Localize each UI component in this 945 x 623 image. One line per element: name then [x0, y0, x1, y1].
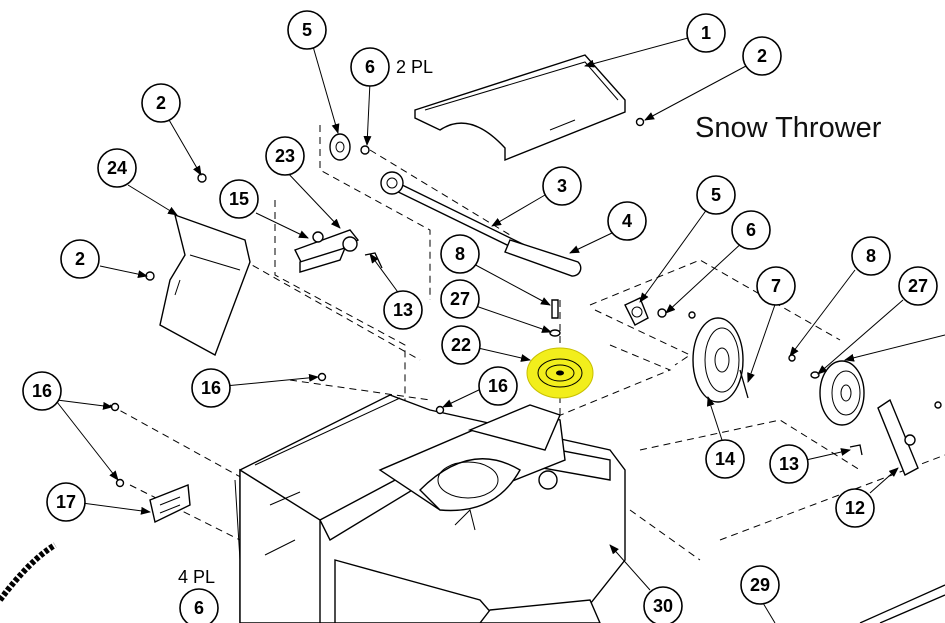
- callout-bubble: 29: [740, 565, 780, 605]
- callout-bubble: 1: [686, 13, 726, 53]
- callout-bubble: 3: [542, 166, 582, 206]
- callout-bubble: 7: [756, 266, 796, 306]
- callout-label: 12: [845, 498, 865, 518]
- tension-bracket-part: [877, 398, 919, 476]
- callout-label: 4: [622, 211, 632, 231]
- callout-label: 24: [107, 158, 127, 178]
- callout-label: 30: [653, 596, 673, 616]
- callout-label: 6: [194, 598, 204, 618]
- callout-label: 5: [302, 20, 312, 40]
- callout-bubble: 22: [441, 325, 481, 365]
- housing-part: [239, 394, 626, 623]
- quantity-note: 2 PL: [396, 57, 433, 77]
- bearing-right-part: [624, 297, 667, 326]
- callout-bubble: 8: [440, 234, 480, 274]
- callout-label: 17: [56, 492, 76, 512]
- callout-label: 5: [711, 185, 721, 205]
- callout-label: 27: [908, 276, 928, 296]
- callout-label: 16: [32, 381, 52, 401]
- callout-bubble: 12: [835, 488, 875, 528]
- callout-label: 14: [715, 449, 735, 469]
- large-pulley-part: [692, 317, 749, 403]
- idler-arm-part: [294, 229, 360, 273]
- spring-part-right: [849, 444, 863, 456]
- callout-label: 2: [757, 46, 767, 66]
- leader-lines: [56, 37, 945, 623]
- callout-bubble: 5: [696, 175, 736, 215]
- callout-label: 29: [750, 575, 770, 595]
- spring-part: [364, 252, 383, 269]
- quantity-note: 4 PL: [178, 567, 215, 587]
- small-bracket-part: [149, 484, 191, 524]
- callout-label: 2: [75, 249, 85, 269]
- callout-bubble: 17: [46, 482, 86, 522]
- callout-label: 22: [451, 335, 471, 355]
- callout-label: 3: [557, 176, 567, 196]
- callout-bubble: 16: [478, 366, 518, 406]
- callout-label: 16: [201, 378, 221, 398]
- hardware-fasteners: [110, 117, 942, 488]
- callout-bubble: 14: [705, 439, 745, 479]
- callout-bubble: 15: [219, 179, 259, 219]
- belt-part-inner: [879, 594, 945, 623]
- callout-bubble: 27: [440, 279, 480, 319]
- callout-bubble: 13: [383, 290, 423, 330]
- right-pulley-part: [788, 354, 865, 426]
- callout-bubble: 30: [643, 586, 683, 623]
- cover-plate-part: [414, 54, 626, 162]
- callout-label: 23: [275, 146, 295, 166]
- drive-shaft-part: [329, 133, 582, 277]
- callout-bubble: 6: [350, 47, 390, 87]
- callout-bubble: 16: [191, 368, 231, 408]
- callout-bubble: 2: [141, 83, 181, 123]
- callout-label: 13: [779, 454, 799, 474]
- callout-label: 6: [365, 57, 375, 77]
- callout-label: 1: [701, 23, 711, 43]
- callout-label: 15: [229, 189, 249, 209]
- callout-bubble: 2: [742, 36, 782, 76]
- callout-label: 16: [488, 376, 508, 396]
- pulley-stack-part: [526, 299, 594, 399]
- callout-bubble: 27: [898, 266, 938, 306]
- belt-part: [859, 584, 945, 623]
- callout-bubble: 16: [22, 371, 62, 411]
- callout-bubble: 8: [851, 236, 891, 276]
- diagram-title: Snow Thrower: [695, 112, 882, 144]
- callout-bubble: 6: [731, 210, 771, 250]
- callout-label: 7: [771, 276, 781, 296]
- side-shield-part: [159, 213, 251, 357]
- callout-bubble: 2: [60, 239, 100, 279]
- callout-bubble: 4: [607, 201, 647, 241]
- callout-label: 8: [455, 244, 465, 264]
- callout-bubble: 5: [287, 10, 327, 50]
- callout-label: 8: [866, 246, 876, 266]
- callout-bubble: 24: [97, 148, 137, 188]
- callout-label: 27: [450, 289, 470, 309]
- callout-label: 6: [746, 220, 756, 240]
- callout-bubble: 13: [769, 444, 809, 484]
- callout-bubble: 23: [265, 136, 305, 176]
- callout-label: 2: [156, 93, 166, 113]
- callout-bubble: 6: [179, 588, 219, 623]
- callout-label: 13: [393, 300, 413, 320]
- drive-chain-part: [0, 542, 57, 602]
